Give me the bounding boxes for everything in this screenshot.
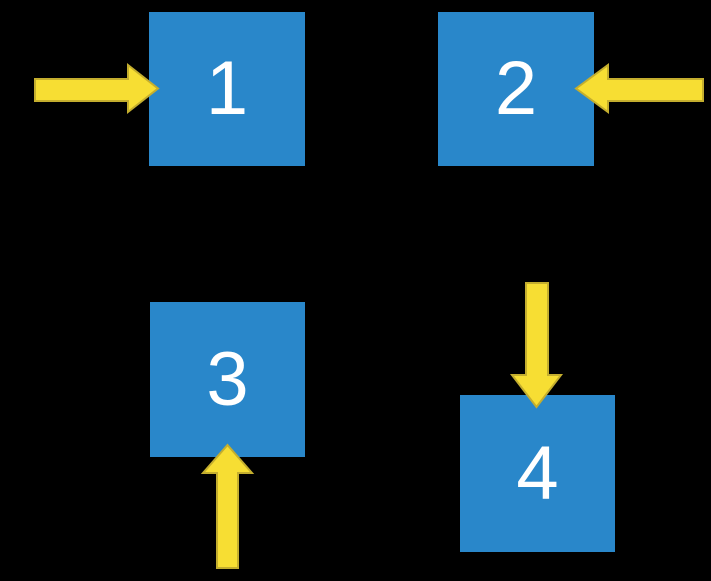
square-4-label: 4 [516, 430, 559, 516]
arrow-up-icon [200, 443, 255, 569]
numbered-square-3: 3 [150, 302, 305, 457]
numbered-square-4: 4 [460, 395, 615, 552]
square-2-label: 2 [494, 46, 538, 131]
square-3-label: 3 [206, 336, 249, 422]
numbered-square-2: 2 [438, 12, 594, 166]
arrow-down-icon [509, 282, 564, 409]
arrow-right-icon [34, 62, 160, 115]
square-1-label: 1 [205, 46, 249, 131]
numbered-square-1: 1 [149, 12, 305, 166]
arrow-left-icon [574, 63, 704, 114]
